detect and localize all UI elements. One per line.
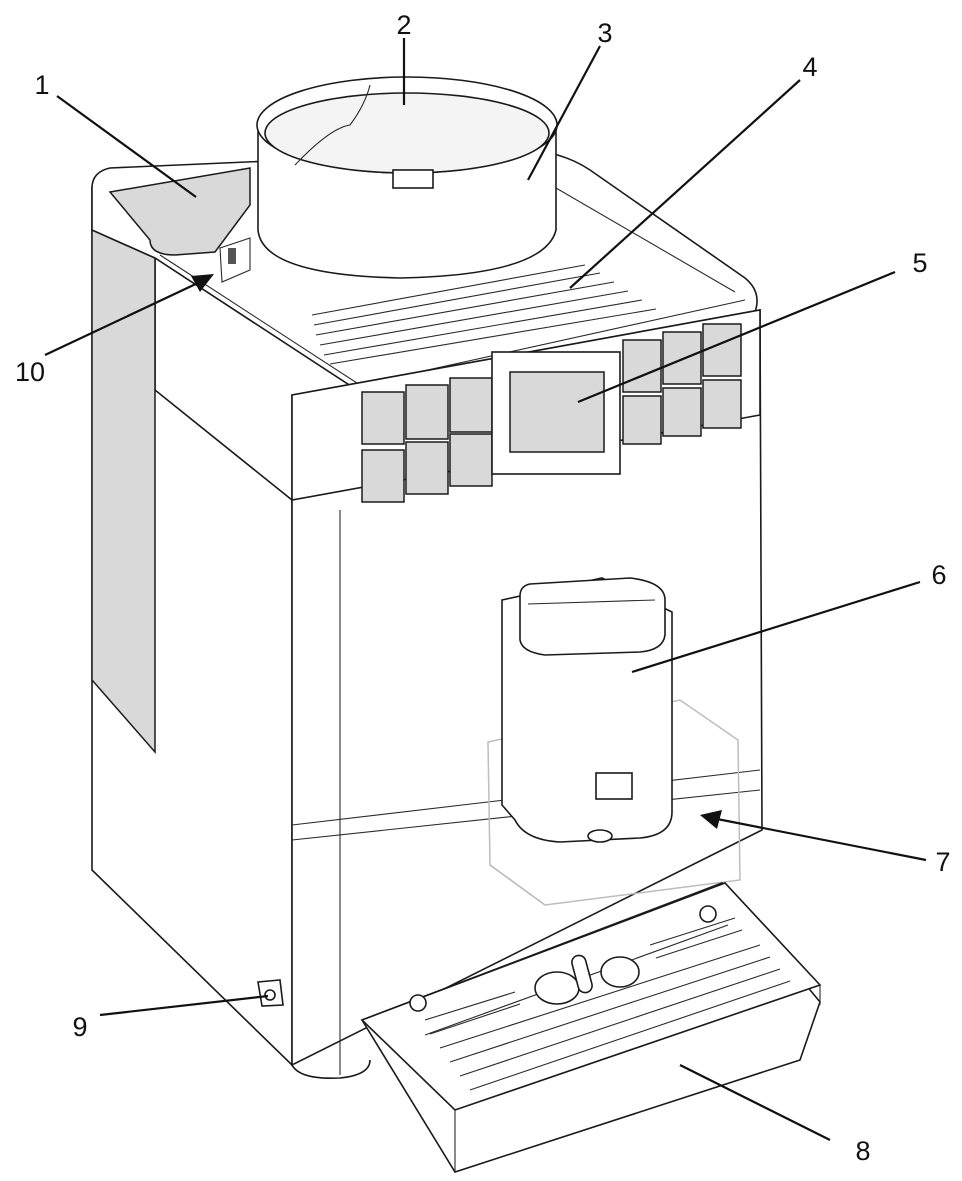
panel-button: [662, 387, 702, 437]
panel-button: [449, 377, 493, 433]
callout-label-3: 3: [597, 18, 612, 48]
panel-button: [702, 379, 742, 429]
spout-nozzle: [587, 829, 613, 843]
panel-button: [405, 384, 449, 440]
callout-label-2: 2: [396, 10, 411, 40]
callout-label-7: 7: [935, 847, 950, 877]
panel-button: [702, 323, 742, 377]
panel-button: [361, 391, 405, 445]
callout-line-7: [711, 816, 927, 862]
callout-line-8: [679, 1064, 831, 1141]
panel-button: [449, 433, 493, 487]
callout-label-10: 10: [15, 357, 45, 387]
panel-button: [622, 395, 662, 445]
spout-label: [595, 772, 633, 800]
water-tank-lid: [108, 167, 251, 256]
coffee-spout: [501, 577, 673, 843]
callout-label-8: 8: [855, 1136, 870, 1166]
drip-tray-grill: [424, 917, 791, 1091]
control-panel: [291, 309, 761, 503]
bean-hopper: [256, 76, 558, 279]
panel-button: [662, 331, 702, 385]
callout-label-1: 1: [34, 70, 49, 100]
panel-button: [622, 339, 662, 393]
panel-button: [405, 441, 449, 495]
callout-line-3: [527, 45, 601, 181]
callout-label-9: 9: [72, 1012, 87, 1042]
callout-arrow-7: [700, 810, 722, 829]
panel-button: [361, 449, 405, 503]
milk-container-outline: [487, 699, 741, 906]
right-buttons: [622, 323, 742, 445]
callout-line-10: [44, 281, 201, 356]
callout-label-5: 5: [912, 248, 927, 278]
side-port: [257, 979, 284, 1007]
callout-line-1: [56, 95, 197, 198]
machine-left-side: [91, 185, 293, 1067]
callout-label-6: 6: [931, 560, 946, 590]
hopper-lid-tab: [392, 169, 434, 189]
grind-setting-knob: [228, 248, 236, 264]
callout-line-4: [569, 79, 801, 289]
drip-tray: [360, 882, 822, 1173]
callout-arrow-10: [191, 274, 214, 292]
callout-lines: [44, 38, 927, 1141]
display-screen: [509, 371, 605, 453]
left-buttons: [361, 377, 493, 503]
callout-label-4: 4: [802, 52, 817, 82]
grind-setting-marker: [219, 237, 251, 283]
callout-line-6: [631, 580, 921, 674]
callout-line-9: [99, 994, 269, 1017]
callout-labels: 1 2 3 4 5 6 7 8 9 10: [15, 10, 951, 1166]
cup-warmer-slots: [311, 264, 657, 365]
callout-line-5: [577, 270, 896, 404]
